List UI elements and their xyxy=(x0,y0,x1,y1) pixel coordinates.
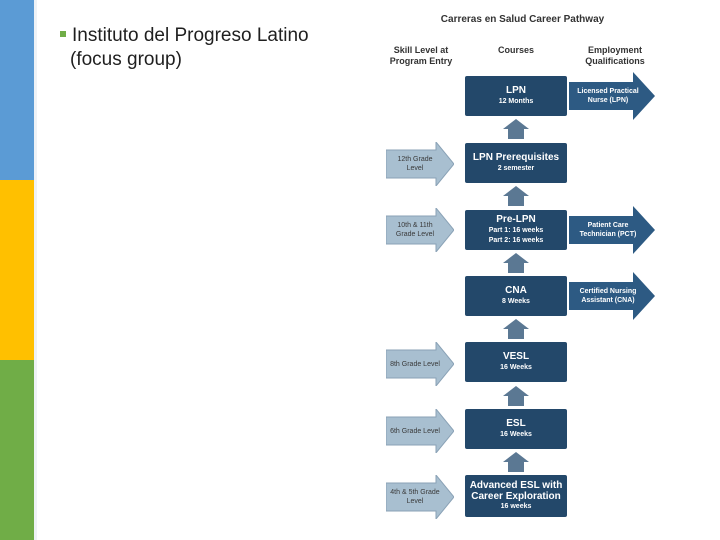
square-bullet-icon xyxy=(60,31,66,37)
skill-level-arrow-12th: 12th Grade Level xyxy=(386,142,454,186)
bullet-line-1: Instituto del Progreso Latino xyxy=(72,25,309,46)
skill-level-label: 6th Grade Level xyxy=(390,427,440,435)
up-arrow-icon xyxy=(503,452,529,472)
employment-arrow-lpn: Licensed Practical Nurse (LPN) xyxy=(569,72,655,120)
sidebar-color-bar-green xyxy=(0,360,34,540)
course-box-advanced-esl: Advanced ESL with Career Exploration 16 … xyxy=(465,475,567,517)
skill-level-arrow-10th-11th: 10th & 11th Grade Level xyxy=(386,208,454,252)
course-duration: 2 semester xyxy=(497,165,535,172)
course-box-vesl: VESL 16 Weeks xyxy=(465,342,567,382)
bullet-line-2: (focus group) xyxy=(70,49,182,70)
sidebar-color-bar-blue xyxy=(0,0,34,180)
skill-level-label: 12th Grade Level xyxy=(397,156,433,172)
course-name: CNA xyxy=(505,285,527,296)
course-name: ESL xyxy=(506,418,526,429)
up-arrow-icon xyxy=(503,386,529,406)
skill-level-arrow-8th: 8th Grade Level xyxy=(386,342,454,386)
up-arrow-icon xyxy=(503,253,529,273)
header-skill-level: Skill Level at Program Entry xyxy=(389,45,453,66)
course-duration: 16 Weeks xyxy=(500,364,532,371)
course-box-pre-lpn: Pre-LPN Part 1: 16 weeks Part 2: 16 week… xyxy=(465,210,567,250)
course-duration: 8 Weeks xyxy=(502,298,530,305)
up-arrow-icon xyxy=(503,319,529,339)
employment-label: Licensed Practical Nurse (LPN) xyxy=(577,88,639,104)
skill-level-label: 8th Grade Level xyxy=(390,360,440,368)
course-duration: 16 weeks xyxy=(500,503,532,510)
course-box-lpn: LPN 12 Months xyxy=(465,76,567,116)
skill-level-label: 10th & 11th Grade Level xyxy=(395,222,435,238)
sidebar-color-bar-yellow xyxy=(0,180,34,360)
bullet-text-block: Instituto del Progreso Latino (focus gro… xyxy=(60,24,309,72)
course-name: LPN Prerequisites xyxy=(472,152,560,163)
sidebar-divider xyxy=(34,0,37,540)
course-box-cna: CNA 8 Weeks xyxy=(465,276,567,316)
employment-arrow-pct: Patient Care Technician (PCT) xyxy=(569,206,655,254)
course-name: Pre-LPN xyxy=(496,214,536,225)
up-arrow-icon xyxy=(503,186,529,206)
diagram-title: Carreras en Salud Career Pathway xyxy=(440,14,605,25)
skill-level-arrow-6th: 6th Grade Level xyxy=(386,409,454,453)
employment-arrow-cna: Certified Nursing Assistant (CNA) xyxy=(569,272,655,320)
up-arrow-icon xyxy=(503,119,529,139)
skill-level-label: 4th & 5th Grade Level xyxy=(390,489,440,505)
course-name: Advanced ESL with Career Exploration xyxy=(469,480,563,502)
course-duration: 12 Months xyxy=(498,98,534,105)
employment-label: Patient Care Technician (PCT) xyxy=(579,222,637,238)
course-duration: 16 Weeks xyxy=(500,431,532,438)
course-name: VESL xyxy=(502,351,530,362)
header-employment: Employment Qualifications xyxy=(585,45,645,66)
header-courses: Courses xyxy=(497,45,534,55)
employment-label: Certified Nursing Assistant (CNA) xyxy=(579,288,637,304)
career-pathway-diagram: Carreras en Salud Career Pathway Skill L… xyxy=(380,8,665,528)
skill-level-arrow-4th-5th: 4th & 5th Grade Level xyxy=(386,475,454,519)
course-duration: Part 1: 16 weeks Part 2: 16 weeks xyxy=(488,227,544,244)
course-name: LPN xyxy=(506,85,526,96)
course-box-esl: ESL 16 Weeks xyxy=(465,409,567,449)
course-box-lpn-prerequisites: LPN Prerequisites 2 semester xyxy=(465,143,567,183)
